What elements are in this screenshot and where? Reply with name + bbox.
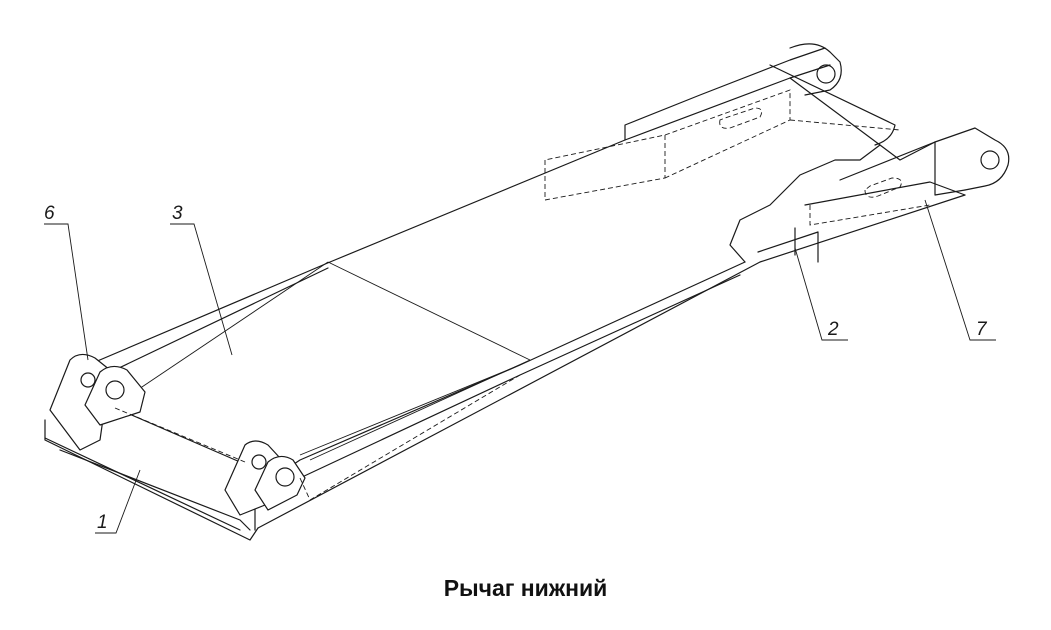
lower-arm-drawing: 6 3 2 7 1 — [44, 43, 1010, 541]
callout-7: 7 — [924, 199, 996, 341]
drawing-caption: Рычаг нижний — [443, 575, 608, 601]
callout-label-7: 7 — [976, 319, 988, 340]
arm-frame — [44, 43, 1010, 541]
callout-label-6: 6 — [44, 203, 55, 224]
callout-label-2: 2 — [827, 319, 839, 340]
callout-2: 2 — [794, 247, 848, 341]
callout-label-3: 3 — [172, 203, 183, 224]
callout-1: 1 — [95, 469, 141, 534]
callout-label-1: 1 — [97, 512, 108, 533]
callout-3: 3 — [170, 203, 233, 356]
callout-6: 6 — [44, 203, 89, 361]
